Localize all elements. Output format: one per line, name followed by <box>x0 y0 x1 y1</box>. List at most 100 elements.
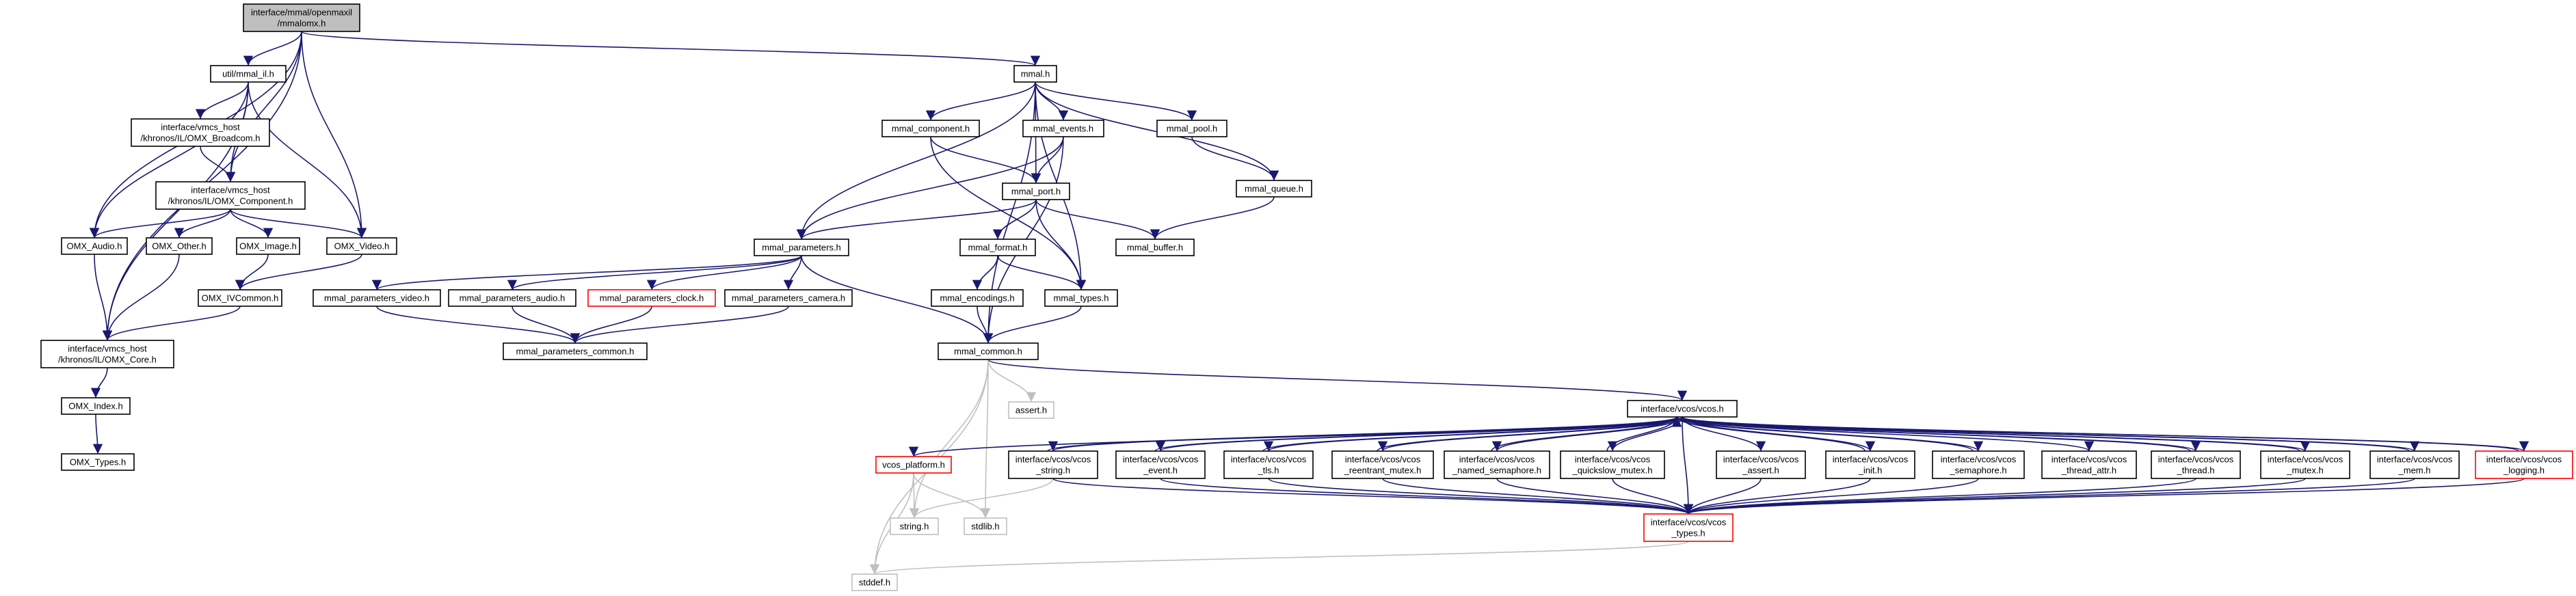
node-label: _logging.h <box>2503 465 2545 476</box>
node-label: _thread_attr.h <box>2061 465 2116 476</box>
node-label: stddef.h <box>859 578 890 588</box>
node-vcos_logging[interactable]: interface/vcos/vcos_logging.h <box>2475 450 2573 479</box>
node-mmal_buffer[interactable]: mmal_buffer.h <box>1115 239 1195 256</box>
node-box <box>1044 289 1118 307</box>
edge-mmal_types-to-mmal_common <box>983 306 1082 344</box>
node-omx_other[interactable]: OMX_Other.h <box>146 237 213 255</box>
edge-mmal-to-mmal_queue <box>1035 81 1279 181</box>
node-vcos_mutex[interactable]: interface/vcos/vcos_mutex.h <box>2260 450 2350 479</box>
node-mmal_il[interactable]: util/mmal_il.h <box>210 65 287 83</box>
node-p_video[interactable]: mmal_parameters_video.h <box>313 289 441 307</box>
node-vcos_assert[interactable]: interface/vcos/vcos_assert.h <box>1716 450 1806 479</box>
node-label: interface/vmcs_host <box>68 344 147 354</box>
node-p_audio[interactable]: mmal_parameters_audio.h <box>448 289 576 307</box>
node-box <box>1444 450 1550 479</box>
edge-component-to-omx_video <box>230 208 367 239</box>
node-omx_audio[interactable]: OMX_Audio.h <box>61 237 128 255</box>
node-vcos_types[interactable]: interface/vcos/vcos_types.h <box>1643 513 1734 542</box>
edge-vcos_semaphore-to-vcos_types <box>1684 478 1979 515</box>
node-vcos[interactable]: interface/vcos/vcos.h <box>1627 400 1738 418</box>
edge-root-to-mmal_il <box>243 31 302 66</box>
node-box <box>1643 513 1734 542</box>
node-vcos_string[interactable]: interface/vcos/vcos_string.h <box>1008 450 1098 479</box>
node-box <box>1013 65 1057 83</box>
node-root[interactable]: interface/mmal/openmaxil/mmalomx.h <box>243 3 360 32</box>
node-mmal_port[interactable]: mmal_port.h <box>1002 182 1070 200</box>
node-label: OMX_Types.h <box>70 457 126 468</box>
node-box <box>146 237 213 255</box>
edge-mmal-to-mmal_events <box>1035 81 1069 121</box>
node-vcos_mem[interactable]: interface/vcos/vcos_mem.h <box>2369 450 2460 479</box>
edge-mmal_parameters-to-p_video <box>372 255 802 290</box>
node-stdlib[interactable]: stdlib.h <box>964 517 1007 535</box>
node-string[interactable]: string.h <box>890 517 939 535</box>
node-label: interface/vcos/vcos <box>1123 455 1199 465</box>
node-vcos_thread_attr[interactable]: interface/vcos/vcos_thread_attr.h <box>2041 450 2137 479</box>
node-mmal_encodings[interactable]: mmal_encodings.h <box>931 289 1024 307</box>
node-box <box>2041 450 2137 479</box>
node-vcos_event[interactable]: interface/vcos/vcos_event.h <box>1115 450 1206 479</box>
node-omx_ivcommon[interactable]: OMX_IVCommon.h <box>198 289 282 307</box>
node-omx_video[interactable]: OMX_Video.h <box>326 237 397 255</box>
node-label: interface/mmal/openmaxil <box>251 8 352 18</box>
node-vcos_init[interactable]: interface/vcos/vcos_init.h <box>1825 450 1915 479</box>
node-mmal[interactable]: mmal.h <box>1013 65 1057 83</box>
node-label: mmal_parameters_camera.h <box>732 293 845 303</box>
node-vcos_tls[interactable]: interface/vcos/vcos_tls.h <box>1223 450 1314 479</box>
node-label: mmal_parameters_clock.h <box>600 293 704 303</box>
edge-vcos_init-to-vcos <box>1671 416 1865 452</box>
node-label: interface/vcos/vcos <box>1833 455 1909 465</box>
node-box <box>2369 450 2460 479</box>
node-omx_image[interactable]: OMX_Image.h <box>236 237 300 255</box>
node-box <box>1825 450 1915 479</box>
node-assert[interactable]: assert.h <box>1008 401 1054 419</box>
edge-omx_audio-to-omx_core <box>94 254 113 341</box>
node-box <box>938 342 1039 360</box>
node-label: _assert.h <box>1742 465 1779 476</box>
edge-vcos_mem-to-vcos <box>1672 416 2410 452</box>
edge-omx_ivcommon-to-omx_core <box>102 306 241 341</box>
node-box <box>724 289 853 307</box>
node-label: interface/vcos/vcos <box>1651 517 1727 528</box>
node-mmal_parameters[interactable]: mmal_parameters.h <box>754 239 849 256</box>
node-label: _event.h <box>1143 465 1178 476</box>
node-box <box>890 517 939 535</box>
node-vcos_thread[interactable]: interface/vcos/vcos_thread.h <box>2151 450 2241 479</box>
node-box <box>1716 450 1806 479</box>
node-p_common[interactable]: mmal_parameters_common.h <box>503 342 648 360</box>
node-omx_index[interactable]: OMX_Index.h <box>61 397 131 415</box>
node-vcos_named[interactable]: interface/vcos/vcos_named_semaphore.h <box>1444 450 1550 479</box>
node-p_clock[interactable]: mmal_parameters_clock.h <box>587 289 716 307</box>
node-mmal_format[interactable]: mmal_format.h <box>959 239 1036 256</box>
node-mmal_events[interactable]: mmal_events.h <box>1022 120 1104 137</box>
node-box <box>959 239 1036 256</box>
edge-omx_core-to-omx_index <box>90 367 108 398</box>
node-omx_types[interactable]: OMX_Types.h <box>61 453 135 471</box>
node-p_camera[interactable]: mmal_parameters_camera.h <box>724 289 853 307</box>
node-mmal_component[interactable]: mmal_component.h <box>881 120 980 137</box>
node-label: _quickslow_mutex.h <box>1571 465 1652 476</box>
node-vcos_semaphore[interactable]: interface/vcos/vcos_semaphore.h <box>1932 450 2025 479</box>
edge-mmal-to-mmal_component <box>925 81 1036 121</box>
node-label: _reentrant_mutex.h <box>1344 465 1422 476</box>
node-stddef[interactable]: stddef.h <box>851 573 898 591</box>
node-mmal_common[interactable]: mmal_common.h <box>938 342 1039 360</box>
edge-mmal_common-to-vcos <box>987 359 1687 401</box>
edge-mmal_component-to-mmal_types <box>930 136 1087 290</box>
edge-root-to-mmal <box>301 31 1040 66</box>
node-label: interface/vcos/vcos.h <box>1641 404 1723 414</box>
node-vcos_reentrant[interactable]: interface/vcos/vcos_reentrant_mutex.h <box>1331 450 1434 479</box>
node-mmal_pool[interactable]: mmal_pool.h <box>1156 120 1227 137</box>
node-omx_core[interactable]: interface/vmcs_host/khronos/IL/OMX_Core.… <box>40 340 174 368</box>
node-broadcom[interactable]: interface/vmcs_host/khronos/IL/OMX_Broad… <box>131 118 270 147</box>
edge-vcos_logging-to-vcos_types <box>1684 478 2525 515</box>
node-box <box>1627 400 1738 418</box>
node-mmal_types[interactable]: mmal_types.h <box>1044 289 1118 307</box>
node-mmal_queue[interactable]: mmal_queue.h <box>1236 180 1312 198</box>
node-label: mmal_component.h <box>892 124 970 134</box>
node-component[interactable]: interface/vmcs_host/khronos/IL/OMX_Compo… <box>155 181 306 210</box>
node-label: _mem.h <box>2398 465 2431 476</box>
edge-mmal_parameters-to-p_audio <box>507 255 802 290</box>
node-vcos_quickslow[interactable]: interface/vcos/vcos_quickslow_mutex.h <box>1560 450 1665 479</box>
node-vcos_platform[interactable]: vcos_platform.h <box>875 456 952 474</box>
